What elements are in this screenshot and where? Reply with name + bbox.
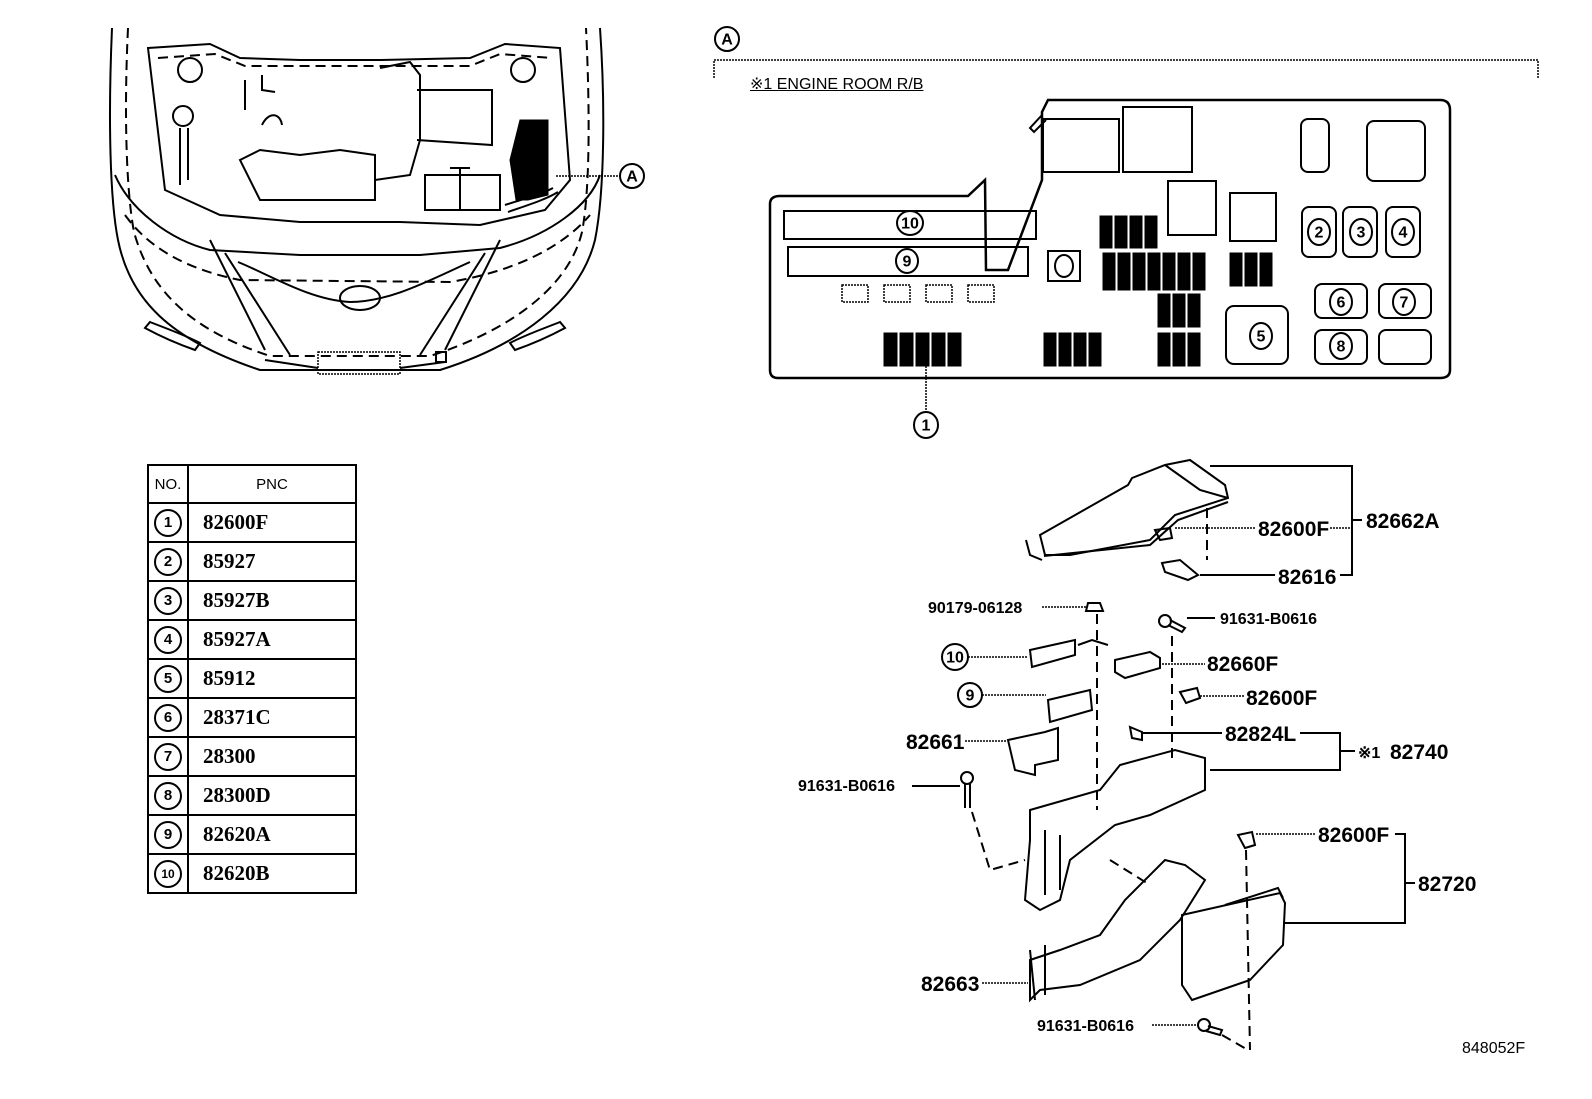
svg-text:1: 1 [922,418,931,435]
label-82616[interactable]: 82616 [1278,566,1336,589]
row-pnc[interactable]: 85927A [187,619,357,660]
callout-2[interactable]: 2 [1307,218,1331,246]
label-82740[interactable]: 82740 [1390,741,1448,764]
row-number: 6 [154,703,182,732]
row-pnc[interactable]: 28371C [187,697,357,738]
row-number: 3 [154,586,182,615]
label-82600f-mid[interactable]: 82600F [1246,687,1317,710]
relay-box-top-view [768,98,1452,412]
exploded-view [912,458,1415,1051]
svg-text:5: 5 [1257,329,1266,346]
row-pnc[interactable]: 85927B [187,580,357,621]
label-82720[interactable]: 82720 [1418,873,1476,896]
row-pnc[interactable]: 28300 [187,736,357,777]
svg-text:9: 9 [966,688,975,705]
view-a-frame [713,59,1539,78]
svg-text:10: 10 [946,650,964,667]
callout-10-exploded[interactable]: 10 [941,643,969,671]
header-pnc: PNC [187,464,357,504]
svg-text:A: A [626,169,638,186]
callout-5[interactable]: 5 [1249,322,1273,350]
callout-1[interactable]: 1 [913,411,939,439]
svg-text:3: 3 [1357,225,1366,242]
row-number: 2 [154,547,182,576]
svg-text:8: 8 [1337,339,1346,356]
callout-9-exploded[interactable]: 9 [957,682,983,708]
row-number: 1 [154,508,182,537]
svg-text:2: 2 [1315,225,1324,242]
row-pnc[interactable]: 82620B [187,853,357,894]
row-number: 5 [154,664,182,693]
drawing-code: 848052F [1462,1040,1526,1057]
row-pnc[interactable]: 85927 [187,541,357,582]
label-82663[interactable]: 82663 [921,973,979,996]
callout-8[interactable]: 8 [1329,332,1353,360]
label-82660f[interactable]: 82660F [1207,653,1278,676]
callout-7[interactable]: 7 [1392,288,1416,316]
row-number: 4 [154,625,182,654]
label-90179-06128[interactable]: 90179-06128 [928,600,1022,617]
callout-6[interactable]: 6 [1329,288,1353,316]
label-82662a[interactable]: 82662A [1366,510,1440,533]
row-pnc[interactable]: 85912 [187,658,357,699]
svg-text:9: 9 [903,254,912,271]
label-82661[interactable]: 82661 [906,731,965,754]
svg-text:4: 4 [1399,225,1408,242]
label-82824l[interactable]: 82824L [1225,723,1296,746]
svg-text:7: 7 [1400,295,1409,312]
callout-10[interactable]: 10 [896,210,924,236]
svg-text:10: 10 [901,216,919,233]
svg-text:6: 6 [1337,295,1346,312]
row-number: 9 [154,820,182,849]
label-82600f-cover[interactable]: 82600F [1258,518,1329,541]
label-91631-b0616-left[interactable]: 91631-B0616 [798,778,895,795]
row-pnc[interactable]: 82600F [187,502,357,543]
callout-9[interactable]: 9 [895,248,919,274]
label-mark-1: ※1 [1358,745,1380,762]
label-91631-b0616-bottom[interactable]: 91631-B0616 [1037,1018,1134,1035]
label-91631-b0616-top[interactable]: 91631-B0616 [1220,611,1317,628]
row-number: 8 [154,781,182,810]
callout-3[interactable]: 3 [1349,218,1373,246]
section-title: ※1 ENGINE ROOM R/B [750,76,924,93]
svg-text:A: A [721,32,733,49]
header-no: NO. [147,464,189,504]
row-pnc[interactable]: 82620A [187,814,357,855]
engine-bay-illustration [109,27,620,375]
callout-4[interactable]: 4 [1391,218,1415,246]
callout-a-view: A [714,26,740,52]
row-number: 7 [154,742,182,771]
row-pnc[interactable]: 28300D [187,775,357,816]
row-number: 10 [154,859,182,888]
callout-a-engine[interactable]: A [619,163,645,189]
label-82600f-low[interactable]: 82600F [1318,824,1389,847]
table-header: NO. PNC [147,464,357,504]
